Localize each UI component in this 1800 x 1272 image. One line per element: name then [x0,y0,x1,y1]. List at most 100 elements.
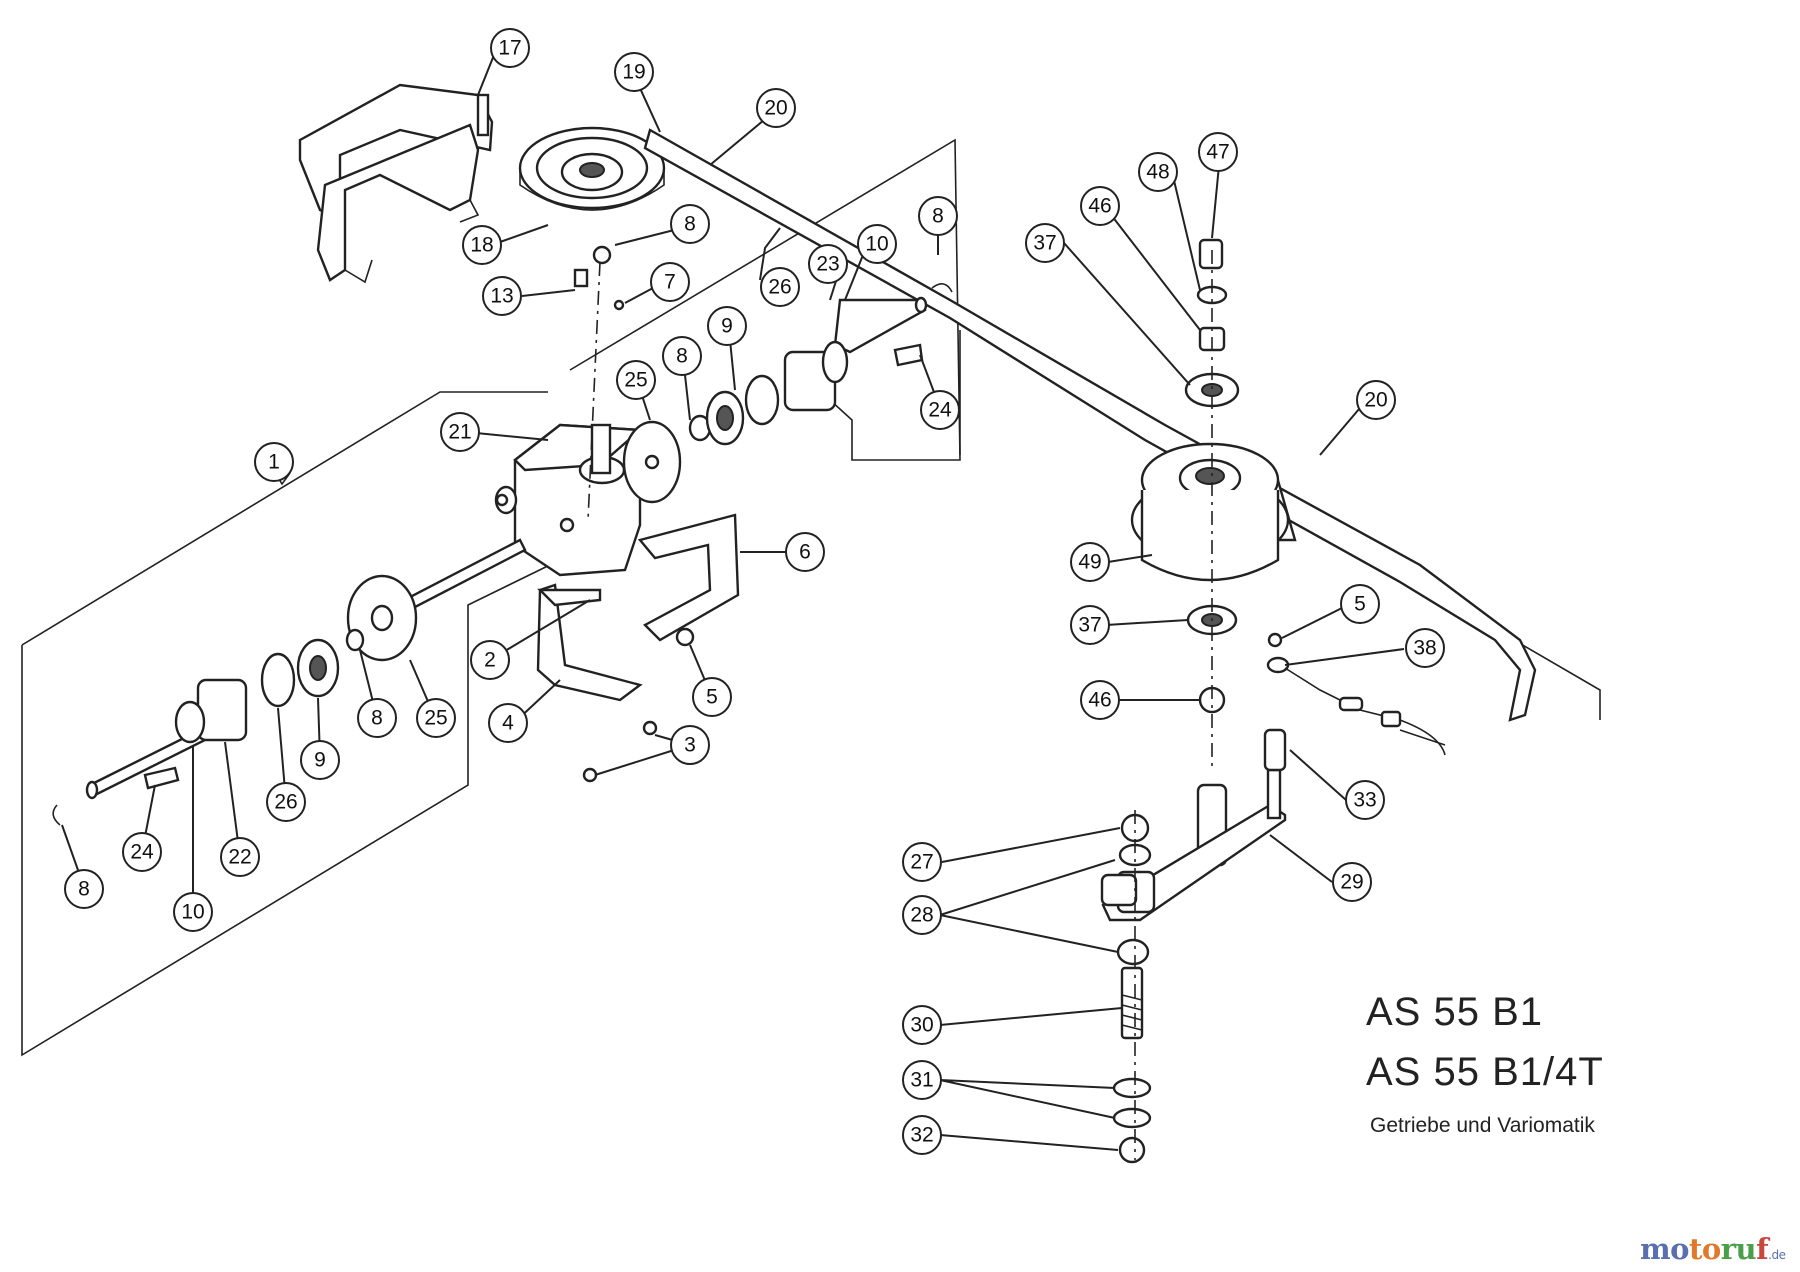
callout-24: 24 [122,832,162,872]
control-cable [1266,632,1446,756]
callout-circle [300,740,340,780]
callout-number: 33 [1353,789,1376,812]
callout-10: 10 [173,892,213,932]
callout-circle [707,306,747,346]
callout-32: 32 [902,1115,942,1155]
callout-number: 29 [1340,871,1363,894]
callout-number: 48 [1146,161,1169,184]
upper-drive-pulley [518,126,666,211]
callout-20: 20 [1356,380,1396,420]
callout-circle [64,869,104,909]
callout-circle [670,725,710,765]
callout-number: 5 [1354,593,1366,616]
callout-circle [1025,223,1065,263]
callout-number: 9 [314,749,326,772]
callout-27: 27 [902,842,942,882]
model-number-secondary: AS 55 B1/4T [1366,1050,1604,1094]
site-watermark-logo: motoruf.de [1640,1232,1786,1266]
callout-circle [902,1005,942,1045]
leader-lines [61,49,1405,1151]
callout-number: 46 [1088,689,1111,712]
gear-train-right [688,340,849,446]
callout-8: 8 [670,204,710,244]
callout-circle [254,442,294,482]
callout-number: 13 [490,285,513,308]
callout-number: 25 [424,707,447,730]
callout-13: 13 [482,276,522,316]
callout-number: 6 [799,541,811,564]
callout-number: 10 [181,901,204,924]
callout-number: 25 [624,369,647,392]
callout-number: 37 [1078,614,1101,637]
callout-circle [920,390,960,430]
callout-number: 32 [910,1124,933,1147]
callout-3: 3 [670,725,710,765]
callout-circle [785,532,825,572]
callout-17: 17 [490,28,530,68]
callout-number: 19 [622,61,645,84]
thrust-disc-lower [346,574,418,662]
callout-33: 33 [1345,780,1385,820]
variator-pulley [1130,442,1297,582]
callout-circle [1345,780,1385,820]
callout-number: 47 [1206,141,1229,164]
callout-number: 46 [1088,195,1111,218]
variator-bearing-stack [1184,238,1240,770]
callout-number: 1 [268,451,280,474]
gearbox-housing [494,423,643,577]
callout-18: 18 [462,225,502,265]
callout-circle [462,225,502,265]
callout-1: 1 [254,442,294,482]
callout-19: 19 [614,52,654,92]
callout-circle [670,204,710,244]
callout-circle [122,832,162,872]
callout-circle [756,88,796,128]
callout-number: 5 [706,686,718,709]
callout-circle [857,224,897,264]
callout-circle [416,698,456,738]
callout-circle [1070,542,1110,582]
callout-number: 23 [816,253,839,276]
callout-circle [1405,628,1445,668]
callout-circle [902,895,942,935]
callout-48: 48 [1138,152,1178,192]
callout-number: 7 [664,271,676,294]
callout-number: 10 [865,233,888,256]
callout-31: 31 [902,1060,942,1100]
callout-circle [692,677,732,717]
callout-46: 46 [1080,186,1120,226]
callout-22: 22 [220,837,260,877]
callout-number: 26 [768,276,791,299]
callout-8: 8 [64,869,104,909]
callout-circle [616,360,656,400]
callout-circle [1138,152,1178,192]
callout-circle [1332,862,1372,902]
callout-23: 23 [808,244,848,284]
callout-number: 26 [274,791,297,814]
thrust-disc-upper [622,420,682,504]
output-shaft-right [833,296,928,354]
callout-number: 4 [502,712,514,735]
gear-train-left [174,628,365,744]
model-number-primary: AS 55 B1 [1366,990,1544,1034]
callout-26: 26 [266,782,306,822]
callout-circle [482,276,522,316]
callout-circle [220,837,260,877]
callout-5: 5 [1340,584,1380,624]
callout-circle [488,703,528,743]
watermark-part-1: mo [1640,1232,1690,1266]
callout-circle [1080,680,1120,720]
callout-2: 2 [470,640,510,680]
callout-circle [650,262,690,302]
callout-49: 49 [1070,542,1110,582]
callout-number: 17 [498,37,521,60]
callout-circle [808,244,848,284]
callout-circle [357,698,397,738]
callout-number: 22 [228,846,251,869]
callout-6: 6 [785,532,825,572]
callout-circle [902,1115,942,1155]
callout-circle [902,842,942,882]
callout-8: 8 [357,698,397,738]
